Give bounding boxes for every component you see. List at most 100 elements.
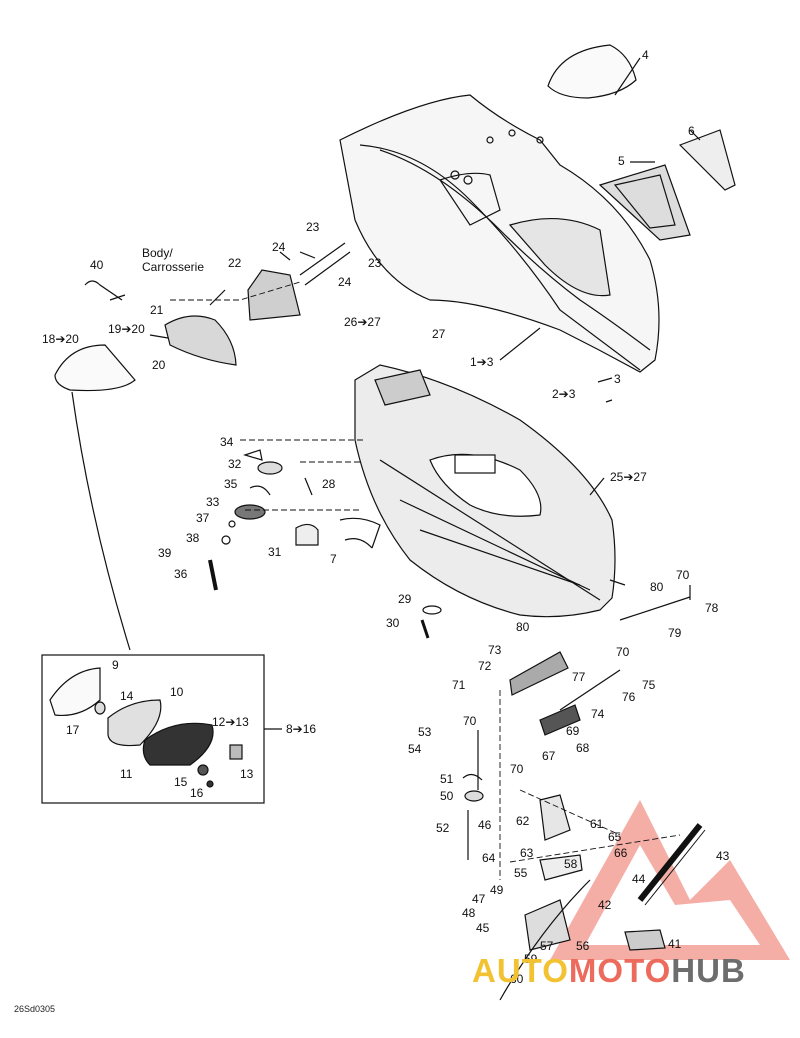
callout-38: 38 <box>186 531 200 545</box>
cap-part-50 <box>464 790 484 802</box>
callout-21: 21 <box>150 303 164 317</box>
callout-4: 4 <box>642 48 649 62</box>
bracket-part-55 <box>539 854 583 881</box>
washer-part-29 <box>422 605 442 615</box>
drawing-code: 26Sd0305 <box>14 1004 56 1014</box>
connector-part-13 <box>229 744 243 760</box>
callout-20: 20 <box>152 358 166 372</box>
callout-46: 46 <box>478 818 492 832</box>
bolt-part-28 <box>304 477 313 496</box>
bracket-part-34 <box>242 449 263 461</box>
callout-7: 7 <box>330 552 337 566</box>
callout-45: 45 <box>476 921 490 935</box>
clip-part-51 <box>462 773 483 781</box>
callout-70: 70 <box>510 762 524 776</box>
hose-part-7 <box>339 517 381 549</box>
windshield-part <box>547 44 637 99</box>
callout-80: 80 <box>516 620 530 634</box>
cable-part-75 <box>559 669 621 711</box>
callout-66: 66 <box>614 846 628 860</box>
callout-3: 3 <box>614 372 621 386</box>
bracket-part-41 <box>624 929 666 951</box>
watermark-triangle <box>550 800 790 960</box>
mirror-bracket-part <box>247 269 301 321</box>
callout-35: 35 <box>224 477 238 491</box>
callout-1-3: 1➔3 <box>470 355 494 369</box>
callout-59: 59 <box>524 952 538 966</box>
callout-49: 49 <box>490 883 504 897</box>
callout-5: 5 <box>618 154 625 168</box>
callout-9: 9 <box>112 658 119 672</box>
screw-part-36 <box>208 559 218 591</box>
callout-75: 75 <box>642 678 656 692</box>
callout-58: 58 <box>564 857 578 871</box>
callout-47: 47 <box>472 892 486 906</box>
callout-70: 70 <box>463 714 477 728</box>
callout-13: 13 <box>240 767 254 781</box>
plate-part-56 <box>524 899 571 951</box>
callout-24: 24 <box>272 240 286 254</box>
lens-part-9 <box>49 667 101 717</box>
callout-32: 32 <box>228 457 242 471</box>
callout-27: 27 <box>432 327 446 341</box>
callout-53: 53 <box>418 725 432 739</box>
bolt-part-30 <box>420 619 430 639</box>
callout-43: 43 <box>716 849 730 863</box>
trim-part-6 <box>678 129 736 191</box>
callout-15: 15 <box>174 775 188 789</box>
callout-57: 57 <box>540 939 554 953</box>
callout-6: 6 <box>688 124 695 138</box>
strut-part-43 <box>637 823 703 902</box>
bulb-part-14 <box>94 701 106 715</box>
callout-56: 56 <box>576 939 590 953</box>
callout-14: 14 <box>120 689 134 703</box>
callout-23: 23 <box>368 256 382 270</box>
callout-22: 22 <box>228 256 242 270</box>
watermark-moto: MOTO <box>568 952 672 989</box>
washer-part-37 <box>228 520 236 528</box>
callout-70: 70 <box>616 645 630 659</box>
callout-41: 41 <box>668 937 682 951</box>
rod-part-78 <box>619 596 691 621</box>
callout-52: 52 <box>436 821 450 835</box>
body-part <box>339 94 660 373</box>
mirror-cover-part <box>164 315 237 366</box>
watermark-auto: AUTO <box>472 952 569 989</box>
callout-23: 23 <box>306 220 320 234</box>
watermark-logo: AUTOMOTOHUB <box>472 952 746 990</box>
body-carrosserie-label: Body/ Carrosserie <box>142 246 205 274</box>
callout-34: 34 <box>220 435 234 449</box>
callout-25-27: 25➔27 <box>610 470 647 484</box>
nut-part-15 <box>197 764 209 776</box>
callout-8-16: 8➔16 <box>286 722 317 736</box>
callout-11: 11 <box>120 767 133 781</box>
callout-64: 64 <box>482 851 496 865</box>
callout-68: 68 <box>576 741 590 755</box>
callout-30: 30 <box>386 616 400 630</box>
handle-part-74 <box>539 704 581 736</box>
callout-77: 77 <box>572 670 586 684</box>
callout-80: 80 <box>650 580 664 594</box>
latch-part-33 <box>234 504 266 520</box>
lever-part-77 <box>509 651 569 696</box>
callout-76: 76 <box>622 690 636 704</box>
callout-50: 50 <box>440 789 454 803</box>
callout-40: 40 <box>90 258 104 272</box>
callout-10: 10 <box>170 685 184 699</box>
callout-54: 54 <box>408 742 422 756</box>
callout-16: 16 <box>190 786 204 800</box>
callout-37: 37 <box>196 511 210 525</box>
tie-part <box>84 280 123 301</box>
callout-39: 39 <box>158 546 172 560</box>
callout-61: 61 <box>590 817 604 831</box>
callout-62: 62 <box>516 814 530 828</box>
mirror-part <box>54 344 136 392</box>
callout-72: 72 <box>478 659 492 673</box>
base-part-11 <box>142 722 214 766</box>
callout-31: 31 <box>268 545 282 559</box>
callout-33: 33 <box>206 495 220 509</box>
callout-48: 48 <box>462 906 476 920</box>
bracket-part-61 <box>539 794 571 841</box>
callout-2-3: 2➔3 <box>552 387 576 401</box>
callout-60: 60 <box>510 972 524 986</box>
